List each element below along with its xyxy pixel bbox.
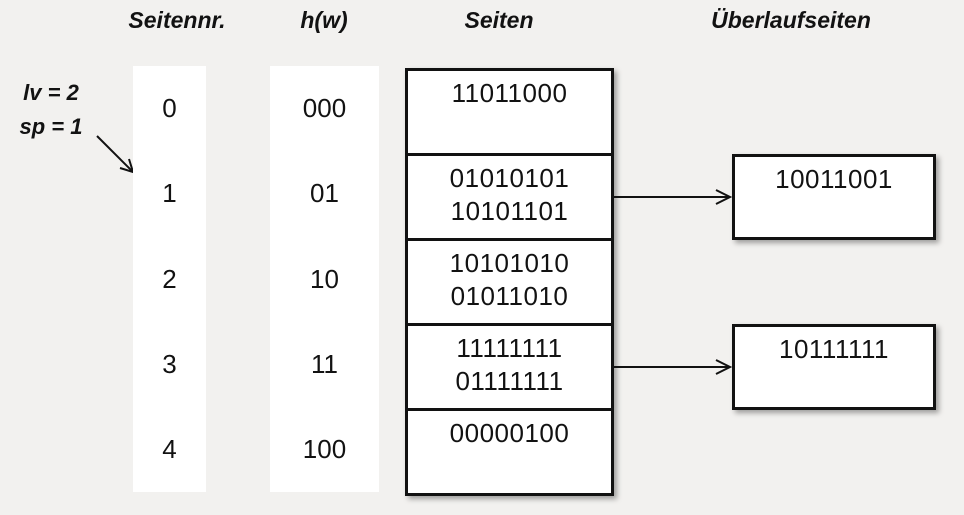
page-number: 3 [162,348,177,379]
bucket-row-3: 11111111 01111111 [408,323,611,408]
bucket-row-2: 10101010 01011010 [408,238,611,323]
bucket-row-1: 01010101 10101101 [408,153,611,238]
record-value: 11111111 [456,333,563,363]
record-value: 10101101 [450,196,569,226]
record-value: 11011000 [451,78,568,108]
page-number: 1 [162,178,177,209]
page-number: 4 [162,433,177,464]
header-ueberlaufseiten: Überlaufseiten [711,7,871,33]
overflow-arrow-bucket1-icon [613,187,735,207]
split-pointer-value: sp = 1 [19,114,83,139]
header-seiten: Seiten [464,7,534,33]
state-annotation: lv = 2 sp = 1 [6,76,96,144]
hash-prefix: 11 [311,348,338,379]
record-value: 00000100 [449,418,570,448]
record-value: 10101010 [449,248,570,278]
hash-prefix: 01 [310,178,339,209]
level-value: lv = 2 [23,80,79,105]
record-value: 01011010 [450,281,569,311]
record-value: 01111111 [455,366,564,396]
overflow-page-bucket1: 10011001 [732,154,936,240]
hash-prefix: 100 [302,433,347,464]
split-pointer-arrow-icon [94,133,138,177]
hash-prefix-column: 000 01 10 11 100 [270,66,379,492]
overflow-page-bucket3: 10111111 [732,324,936,410]
hash-prefix: 10 [310,263,339,294]
bucket-row-4: 00000100 [408,408,611,493]
header-seitennr: Seitennr. [128,7,226,33]
page-number: 2 [162,263,177,294]
overflow-arrow-bucket3-icon [613,357,735,377]
bucket-row-0: 11011000 [408,71,611,153]
hash-prefix: 000 [302,93,347,124]
pages-table: 11011000 01010101 10101101 10101010 0101… [405,68,614,496]
page-number-column: 0 1 2 3 4 [133,66,206,492]
header-hw: h(w) [300,7,348,33]
page-number: 0 [162,93,177,124]
record-value: 01010101 [449,163,570,193]
